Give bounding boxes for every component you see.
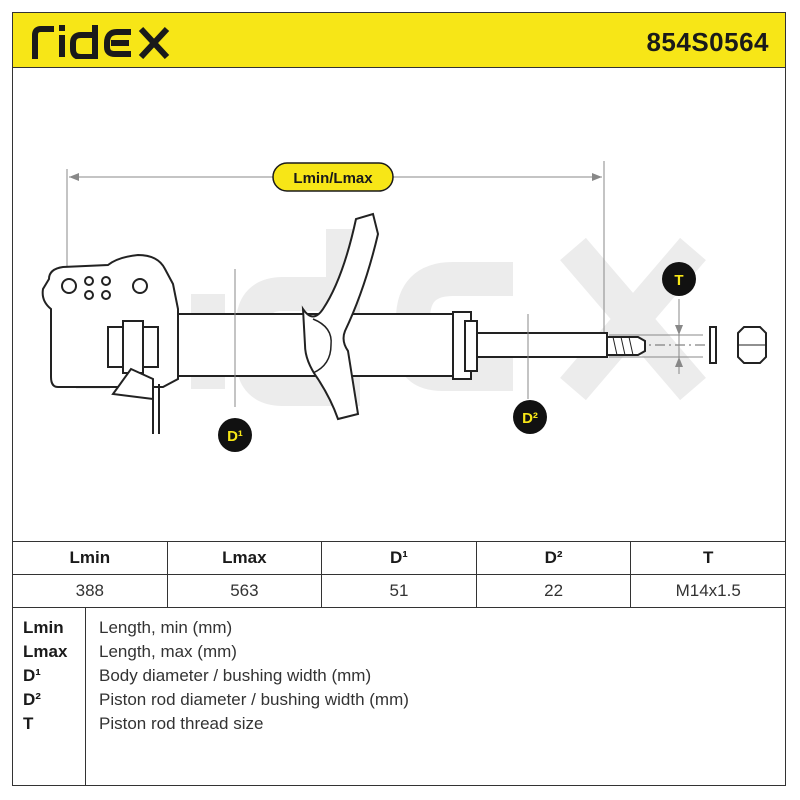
legend: Lmin Length, min (mm) Lmax Length, max (… <box>12 607 786 786</box>
shock-absorber-drawing: Lmin/Lmax T D¹ D² <box>41 161 767 452</box>
legend-item: D¹ Body diameter / bushing width (mm) <box>13 666 785 690</box>
legend-key: T <box>23 714 34 733</box>
legend-key: D² <box>23 690 41 709</box>
legend-item: T Piston rod thread size <box>13 714 785 738</box>
spec-value-lmax: 563 <box>166 574 323 608</box>
piston-rod <box>476 332 608 358</box>
ridex-logo <box>32 25 170 59</box>
length-badge <box>272 162 394 192</box>
arrow-left-icon <box>69 173 79 181</box>
d2-badge-text: D² <box>522 410 538 427</box>
washer <box>709 326 717 364</box>
t-badge-text: T <box>674 272 683 289</box>
legend-item: D² Piston rod diameter / bushing width (… <box>13 690 785 714</box>
spec-header-lmin: Lmin <box>12 541 168 575</box>
legend-desc: Piston rod diameter / bushing width (mm) <box>99 690 409 709</box>
d2-badge <box>513 400 547 434</box>
legend-key: Lmin <box>23 618 64 637</box>
part-number: 854S0564 <box>646 27 769 57</box>
t-badge <box>662 262 696 296</box>
spec-table: Lmin Lmax D¹ D² T 388 563 51 22 M14x1.5 <box>12 541 786 608</box>
d1-badge <box>218 418 252 452</box>
header-bar: 854S0564 <box>12 12 786 68</box>
spec-value-row: 388 563 51 22 M14x1.5 <box>12 574 786 608</box>
thread <box>606 336 646 356</box>
legend-item: Lmin Length, min (mm) <box>13 618 785 642</box>
legend-desc: Piston rod thread size <box>99 714 264 733</box>
legend-desc: Length, min (mm) <box>99 618 233 637</box>
spec-header-row: Lmin Lmax D¹ D² T <box>12 541 786 575</box>
legend-desc: Length, max (mm) <box>99 642 237 661</box>
knuckle-bracket <box>41 253 179 434</box>
d1-badge-text: D¹ <box>227 428 243 445</box>
spec-header-lmax: Lmax <box>166 541 323 575</box>
legend-item: Lmax Length, max (mm) <box>13 642 785 666</box>
legend-key: Lmax <box>23 642 68 661</box>
legend-key: D¹ <box>23 666 41 685</box>
spec-value-lmin: 388 <box>12 574 168 608</box>
spec-header-d1: D¹ <box>321 541 477 575</box>
spec-value-d2: 22 <box>475 574 632 608</box>
length-badge-text: Lmin/Lmax <box>293 170 373 187</box>
legend-desc: Body diameter / bushing width (mm) <box>99 666 372 685</box>
legend-divider <box>85 608 86 785</box>
spec-header-t: T <box>630 541 786 575</box>
spec-value-d1: 51 <box>321 574 477 608</box>
spec-value-t: M14x1.5 <box>630 574 786 608</box>
spec-header-d2: D² <box>475 541 632 575</box>
arrow-right-icon <box>592 173 602 181</box>
